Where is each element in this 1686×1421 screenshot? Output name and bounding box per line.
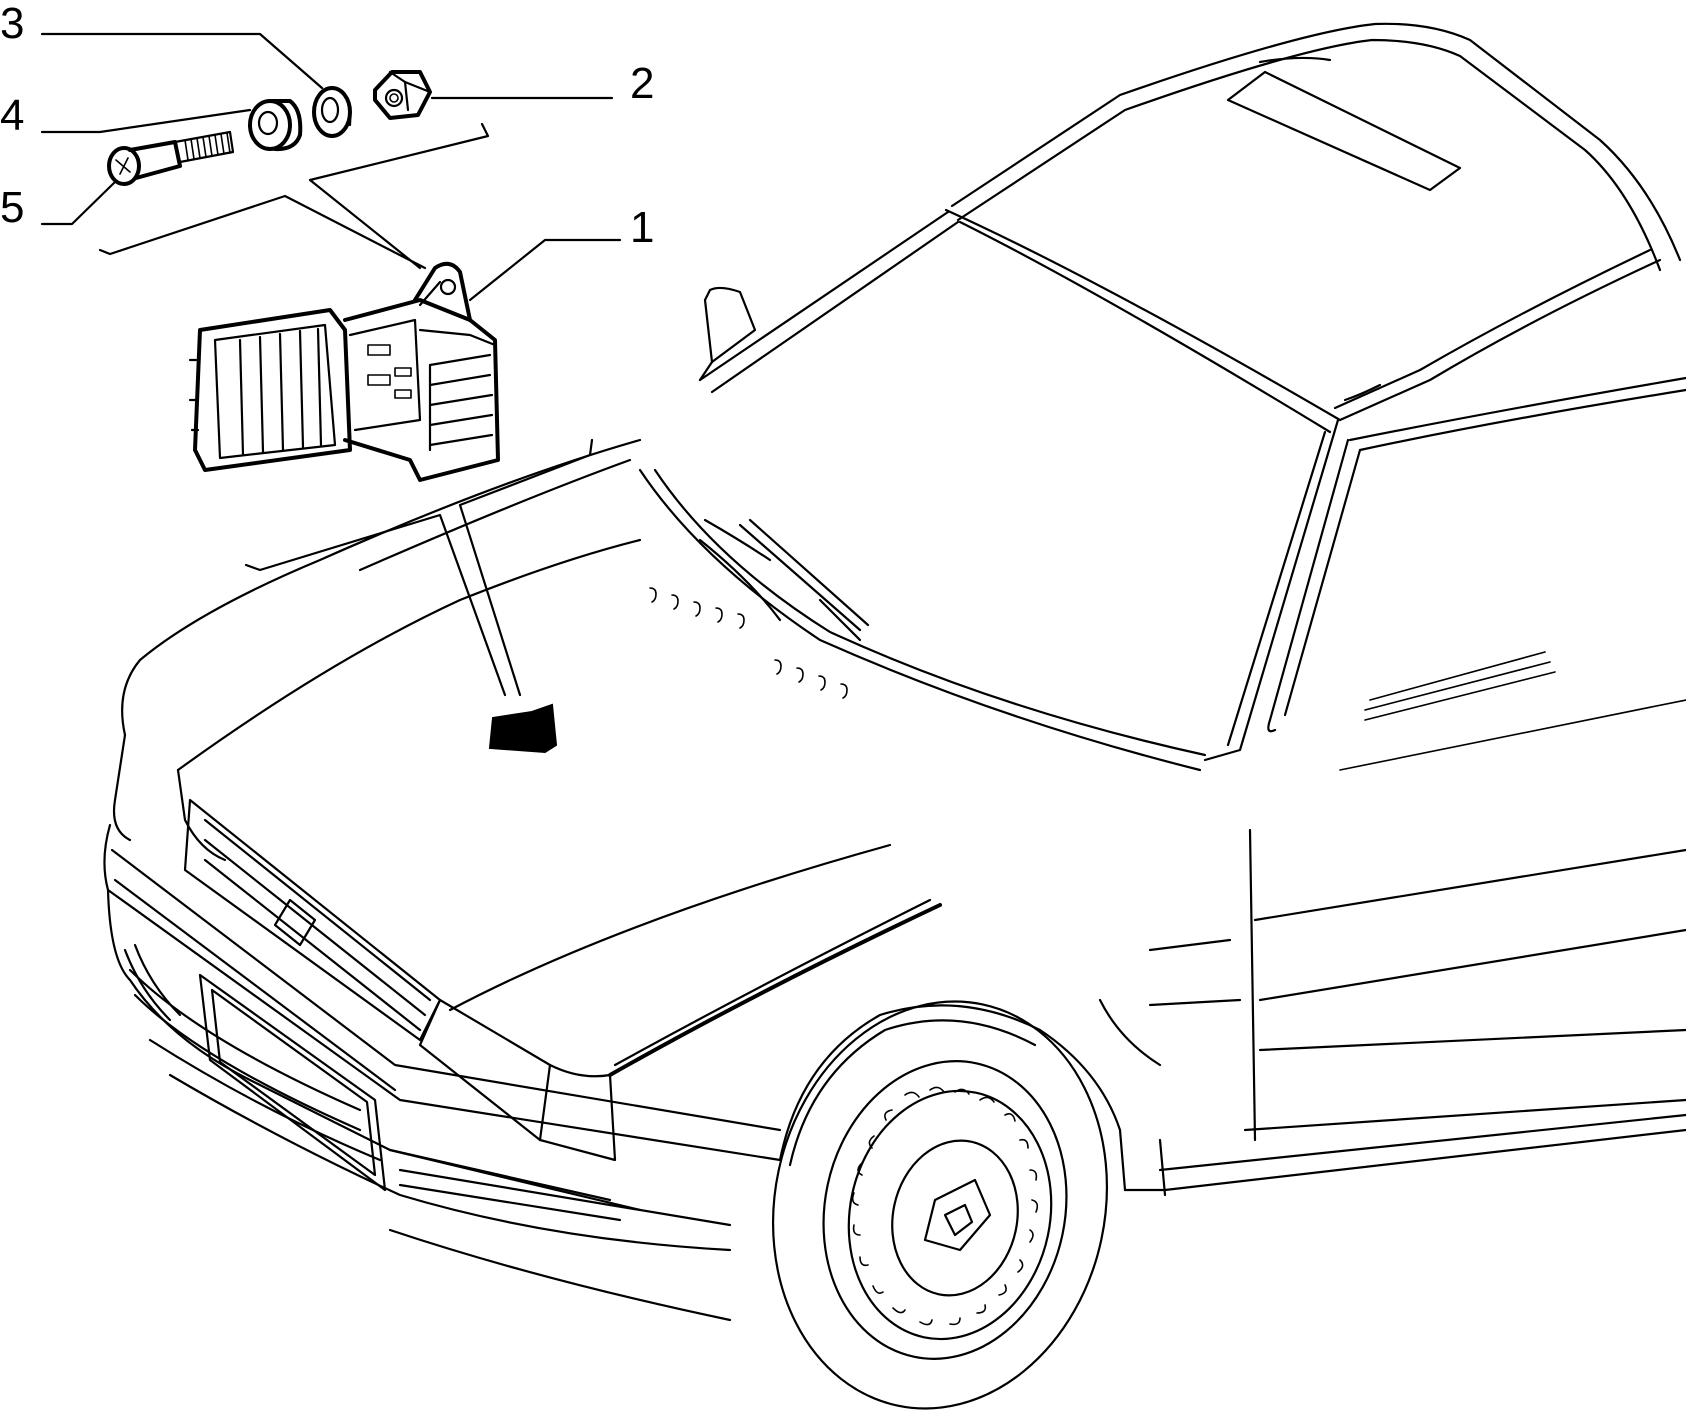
- hex-nut-icon: [373, 70, 432, 120]
- leader-line-5: [40, 180, 117, 226]
- callout-label-5: 5: [0, 183, 25, 232]
- leader-lines: [40, 32, 622, 697]
- callout-label-4: 4: [0, 91, 25, 140]
- leader-line-3: [40, 32, 324, 90]
- leader-line-1: [468, 238, 622, 302]
- control-unit-location-marker: [488, 703, 558, 754]
- callout-label-2: 2: [630, 59, 655, 108]
- washer-icon: [312, 86, 352, 138]
- bolt-icon: [107, 130, 235, 186]
- callout-label-3: 3: [0, 0, 25, 48]
- leader-line-4: [40, 108, 252, 134]
- callout-label-1: 1: [630, 203, 655, 252]
- car-illustration: [103, 22, 1686, 1410]
- control-unit-icon: [188, 261, 500, 482]
- spacer-washer-icon: [248, 99, 303, 152]
